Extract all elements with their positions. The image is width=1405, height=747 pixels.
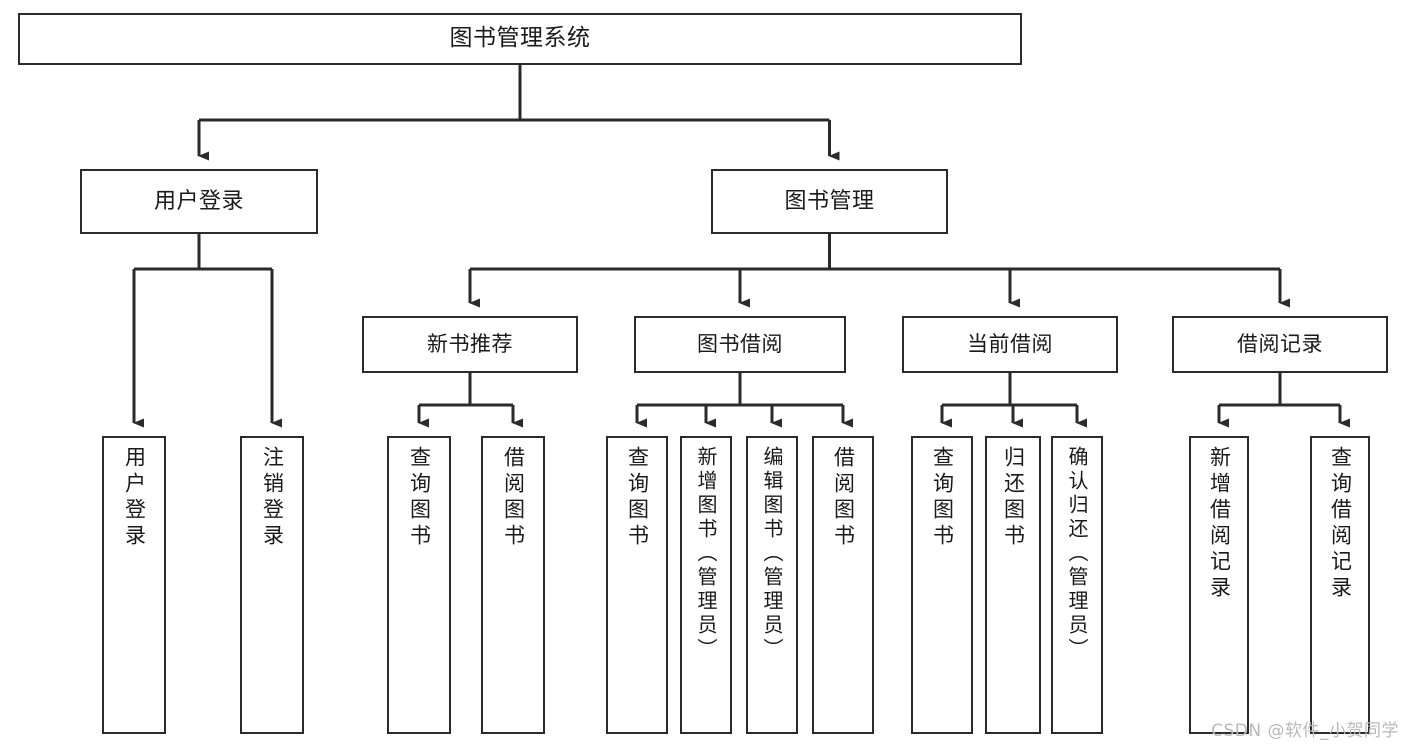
node-l-query2[interactable]: 查询图书 [606,436,668,734]
node-l-borrow2[interactable]: 借阅图书 [812,436,874,734]
node-l-borrow1[interactable]: 借阅图书 [481,436,545,734]
node-borrow[interactable]: 图书借阅 [634,316,846,373]
node-label: 查询借阅记录 [1328,446,1353,602]
node-l-addbook[interactable]: 新增图书（管理员） [680,436,732,734]
node-label: 确认归还（管理员） [1065,446,1089,662]
node-l-addrec[interactable]: 新增借阅记录 [1189,436,1249,734]
node-label: 注销登录 [260,446,285,550]
node-newbooks[interactable]: 新书推荐 [362,316,578,373]
node-label: 借阅图书 [831,446,856,550]
node-root[interactable]: 图书管理系统 [18,13,1022,65]
node-l-userlogin[interactable]: 用户登录 [102,436,166,734]
node-label: 新增借阅记录 [1207,446,1232,602]
node-label: 新增图书（管理员） [694,446,718,662]
node-label: 编辑图书（管理员） [760,446,784,662]
node-l-query1[interactable]: 查询图书 [387,436,451,734]
node-l-query3[interactable]: 查询图书 [911,436,973,734]
node-login[interactable]: 用户登录 [80,169,318,234]
node-l-queryrec[interactable]: 查询借阅记录 [1310,436,1370,734]
node-label: 图书管理 [784,188,875,214]
node-l-return[interactable]: 归还图书 [985,436,1041,734]
node-label: 当前借阅 [967,332,1053,357]
node-records[interactable]: 借阅记录 [1172,316,1388,373]
node-l-confirm[interactable]: 确认归还（管理员） [1051,436,1103,734]
node-l-logout[interactable]: 注销登录 [240,436,304,734]
node-label: 查询图书 [625,446,650,550]
node-label: 借阅记录 [1237,332,1323,357]
node-label: 用户登录 [122,446,147,550]
node-label: 用户登录 [153,188,244,214]
node-current[interactable]: 当前借阅 [902,316,1118,373]
node-label: 图书借阅 [697,332,783,357]
node-label: 查询图书 [407,446,432,550]
node-l-editbook[interactable]: 编辑图书（管理员） [746,436,798,734]
node-label: 归还图书 [1001,446,1026,550]
watermark-text: CSDN @软件_小贺同学 [1211,721,1399,741]
node-label: 查询图书 [930,446,955,550]
node-label: 新书推荐 [427,332,513,357]
node-label: 借阅图书 [501,446,526,550]
node-label: 图书管理系统 [449,25,591,52]
node-bookmgmt[interactable]: 图书管理 [711,169,948,234]
